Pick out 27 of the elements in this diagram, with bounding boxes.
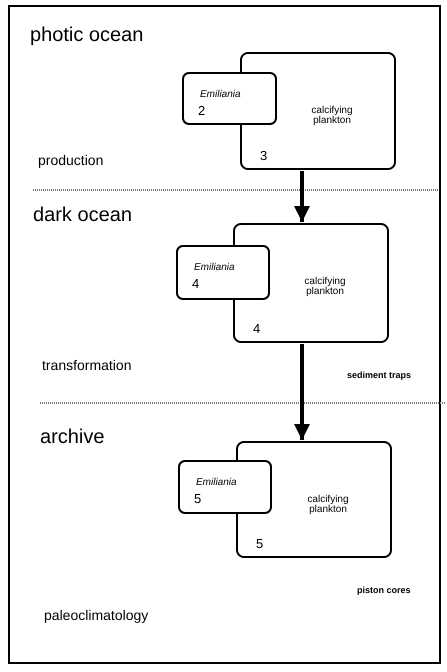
zone-heading: archive	[40, 427, 104, 447]
emiliania-box	[176, 245, 270, 300]
node-number: 5	[256, 537, 264, 550]
process-label: paleoclimatology	[44, 608, 148, 622]
method-label: sediment traps	[347, 371, 412, 380]
node-label: Emiliania	[200, 90, 241, 100]
node-label: Emiliania	[194, 263, 235, 273]
zone-heading: photic ocean	[30, 25, 144, 45]
node-number: 4	[192, 277, 200, 290]
method-label: piston cores	[357, 586, 411, 595]
arrow	[294, 171, 310, 222]
node-number: 3	[260, 149, 268, 162]
process-label: transformation	[42, 358, 132, 372]
node-number: 4	[253, 322, 260, 335]
node-label: calcifying plankton	[303, 277, 347, 297]
emiliania-box	[178, 460, 272, 514]
process-label: production	[38, 153, 104, 167]
plankton-box	[236, 441, 392, 558]
node-label: calcifying plankton	[306, 495, 350, 515]
plankton-box	[240, 52, 396, 170]
node-label: calcifying plankton	[310, 106, 354, 126]
node-number: 2	[198, 104, 206, 117]
emiliania-box	[182, 72, 277, 125]
node-label: Emiliania	[196, 478, 237, 488]
zone-heading: dark ocean	[33, 205, 132, 225]
arrow	[294, 344, 310, 440]
node-number: 5	[194, 492, 202, 505]
